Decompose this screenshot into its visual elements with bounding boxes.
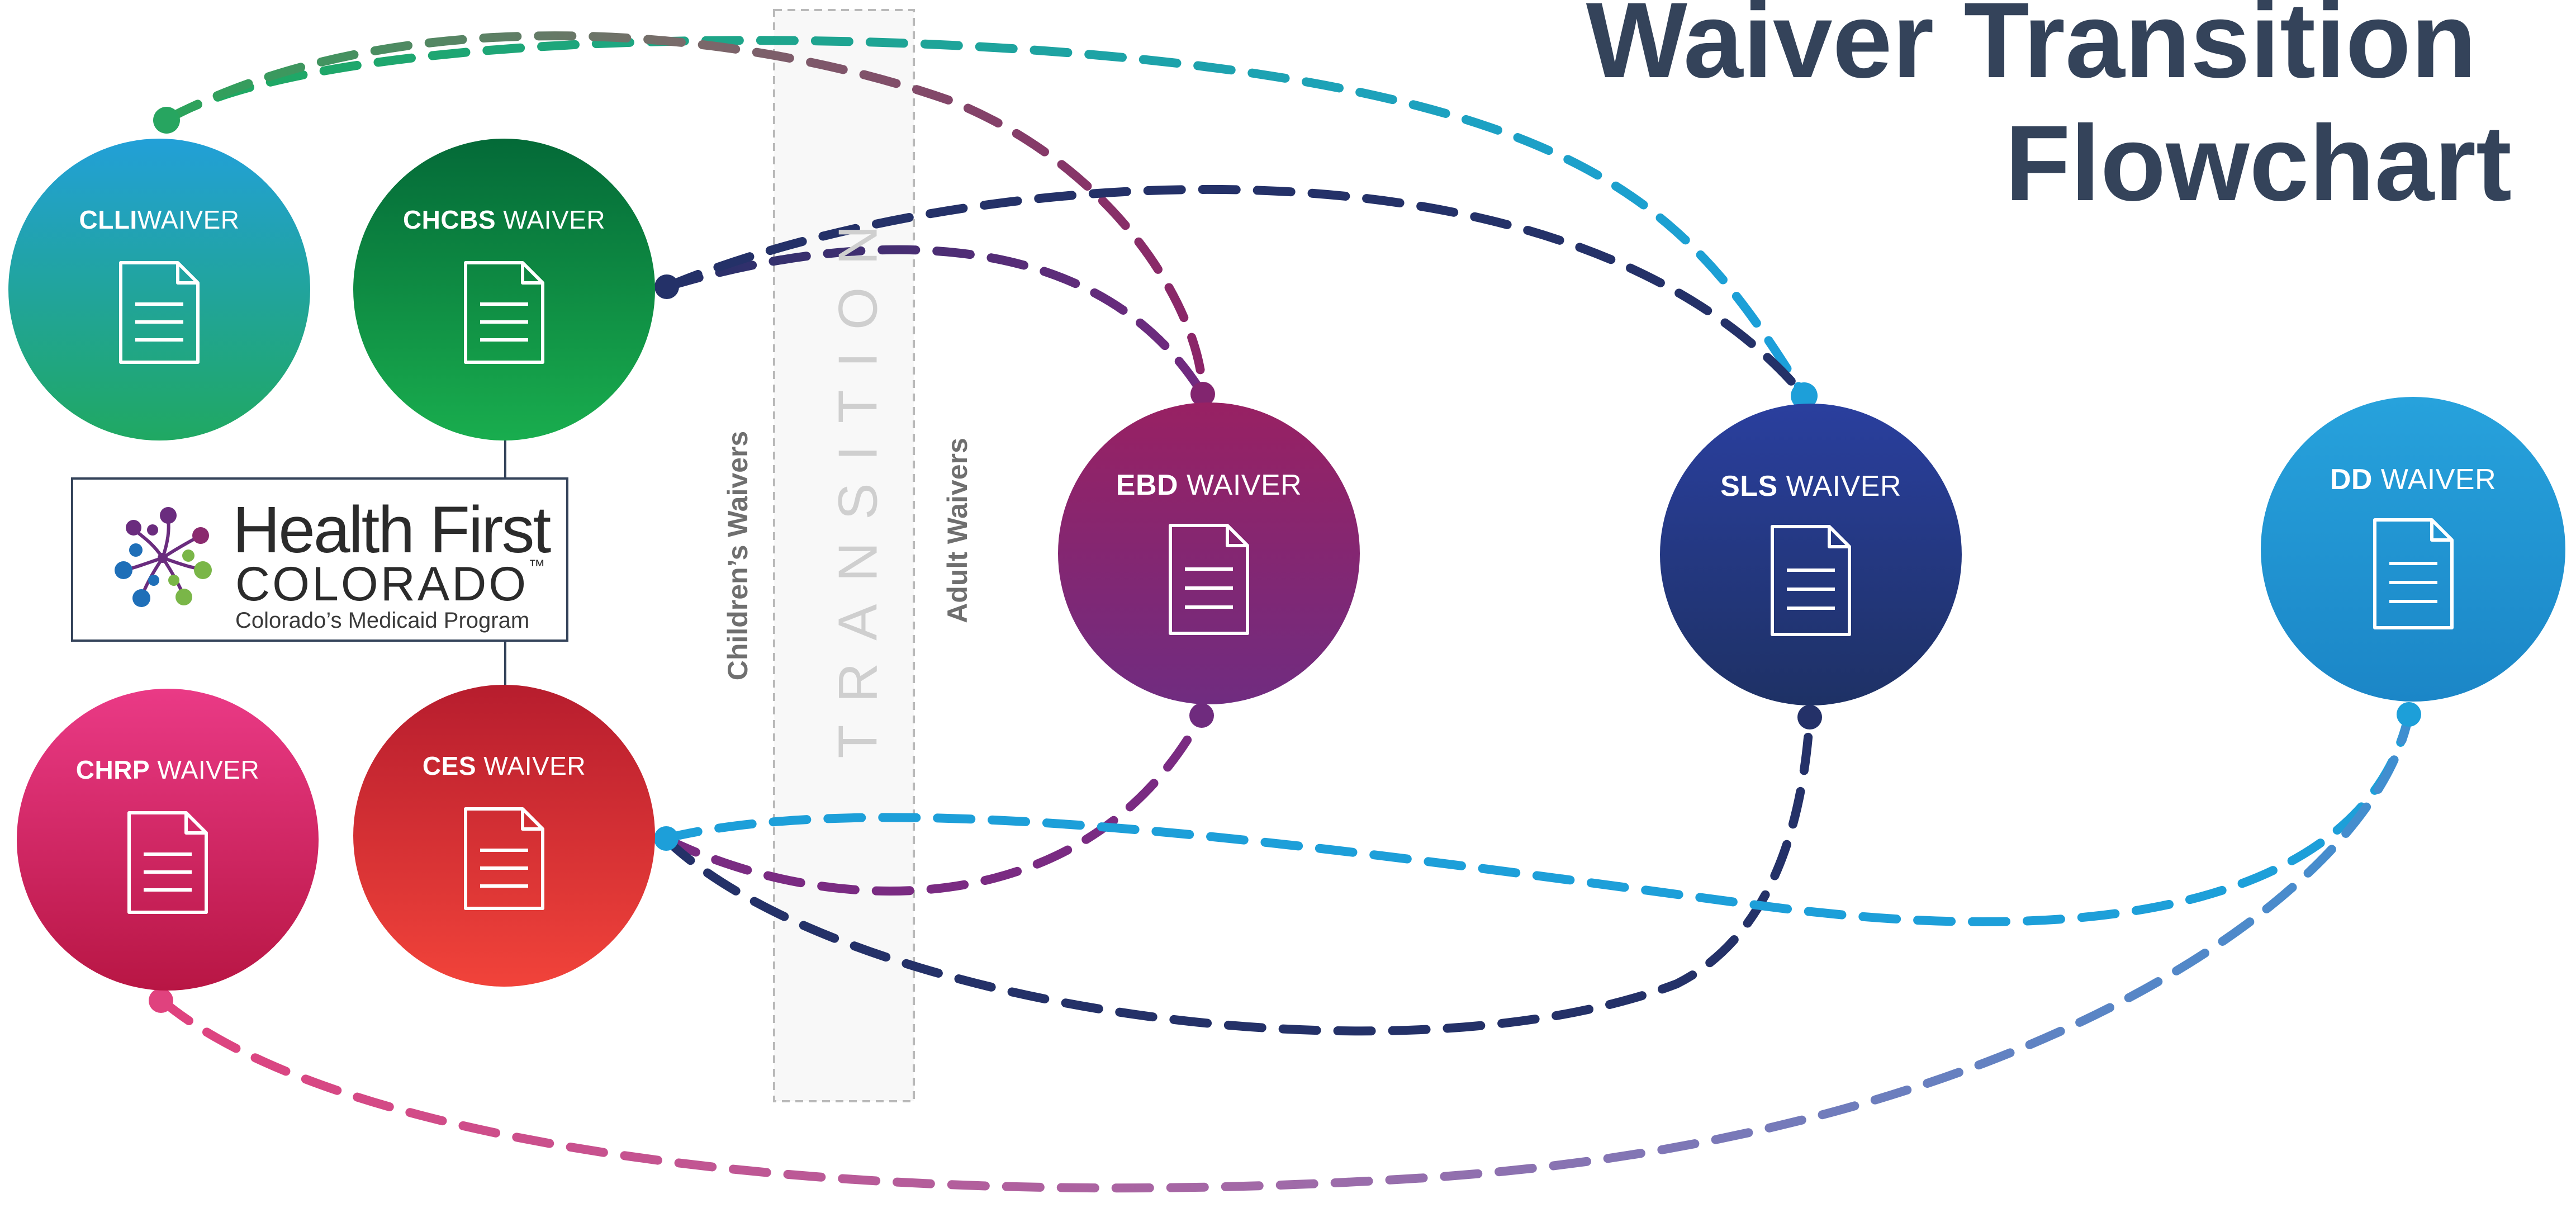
- page-title-line2: Flowchart: [2005, 103, 2512, 223]
- endpoint-dot-sls-top: [1791, 382, 1818, 409]
- logo-tagline: Colorado’s Medicaid Program: [235, 608, 530, 633]
- document-icon: [119, 261, 200, 364]
- ces-waiver-label: CES WAIVER: [422, 751, 586, 780]
- endpoint-dot-ces: [654, 826, 679, 851]
- document-icon: [464, 261, 544, 364]
- document-icon: [127, 811, 208, 914]
- page-title-line1: Waiver Transition: [1586, 0, 2477, 100]
- logo-state: COLORADO™: [235, 557, 545, 611]
- childrens-waivers-label: Children’s Waivers: [722, 430, 753, 681]
- endpoint-dot-chrp: [149, 988, 173, 1013]
- chrp-waiver-label: CHRP WAIVER: [75, 755, 260, 784]
- sls-waiver-node[interactable]: SLS WAIVER: [1660, 404, 1962, 705]
- connector-ces-to-dd: [661, 710, 2413, 926]
- sls-waiver-label: SLS WAIVER: [1720, 470, 1901, 503]
- transition-label: TRANSITION: [827, 203, 889, 759]
- document-icon: [2373, 518, 2454, 629]
- endpoint-dot-sls-bottom: [1797, 705, 1822, 729]
- ces-waiver-node[interactable]: CES WAIVER: [353, 685, 655, 987]
- connector-clli-to-ebd: [163, 31, 1207, 399]
- ebd-waiver-node[interactable]: EBD WAIVER: [1058, 402, 1360, 704]
- connector-chrp-to-dd: [158, 710, 2413, 1193]
- endpoint-dot-ebd-bottom: [1189, 703, 1214, 728]
- clli-waiver-node[interactable]: CLLIWAIVER: [8, 139, 310, 440]
- connector-clli-to-sls: [163, 36, 1809, 400]
- endpoint-dot-ebd-top: [1190, 382, 1215, 406]
- adult-waivers-label: Adult Waivers: [942, 438, 973, 623]
- endpoint-dot-clli: [153, 107, 180, 134]
- logo-name: Health First: [233, 493, 551, 567]
- connector-ces-to-sls: [661, 713, 1814, 1036]
- chcbs-waiver-label: CHCBS WAIVER: [402, 205, 606, 234]
- logo-trademark: ™: [528, 557, 545, 575]
- dd-waiver-label: DD WAIVER: [2330, 463, 2497, 496]
- connector-ces-to-ebd: [661, 711, 1206, 896]
- logo-flower-icon: [115, 507, 212, 607]
- chcbs-waiver-node[interactable]: CHCBS WAIVER: [353, 139, 655, 440]
- connector-chcbs-to-ebd: [662, 245, 1207, 399]
- document-icon: [1169, 524, 1249, 635]
- endpoint-dot-chcbs: [654, 274, 679, 299]
- transition-band: [773, 9, 915, 1102]
- clli-waiver-label: CLLIWAIVER: [79, 205, 240, 234]
- dd-waiver-node[interactable]: DD WAIVER: [2261, 397, 2565, 702]
- endpoint-dot-dd-bottom: [2397, 702, 2421, 727]
- document-icon: [464, 807, 544, 910]
- health-first-colorado-logo: Health First COLORADO™ Colorado’s Medica…: [71, 477, 568, 642]
- chrp-waiver-node[interactable]: CHRP WAIVER: [17, 689, 319, 991]
- document-icon: [1771, 525, 1851, 636]
- ebd-waiver-label: EBD WAIVER: [1116, 469, 1302, 501]
